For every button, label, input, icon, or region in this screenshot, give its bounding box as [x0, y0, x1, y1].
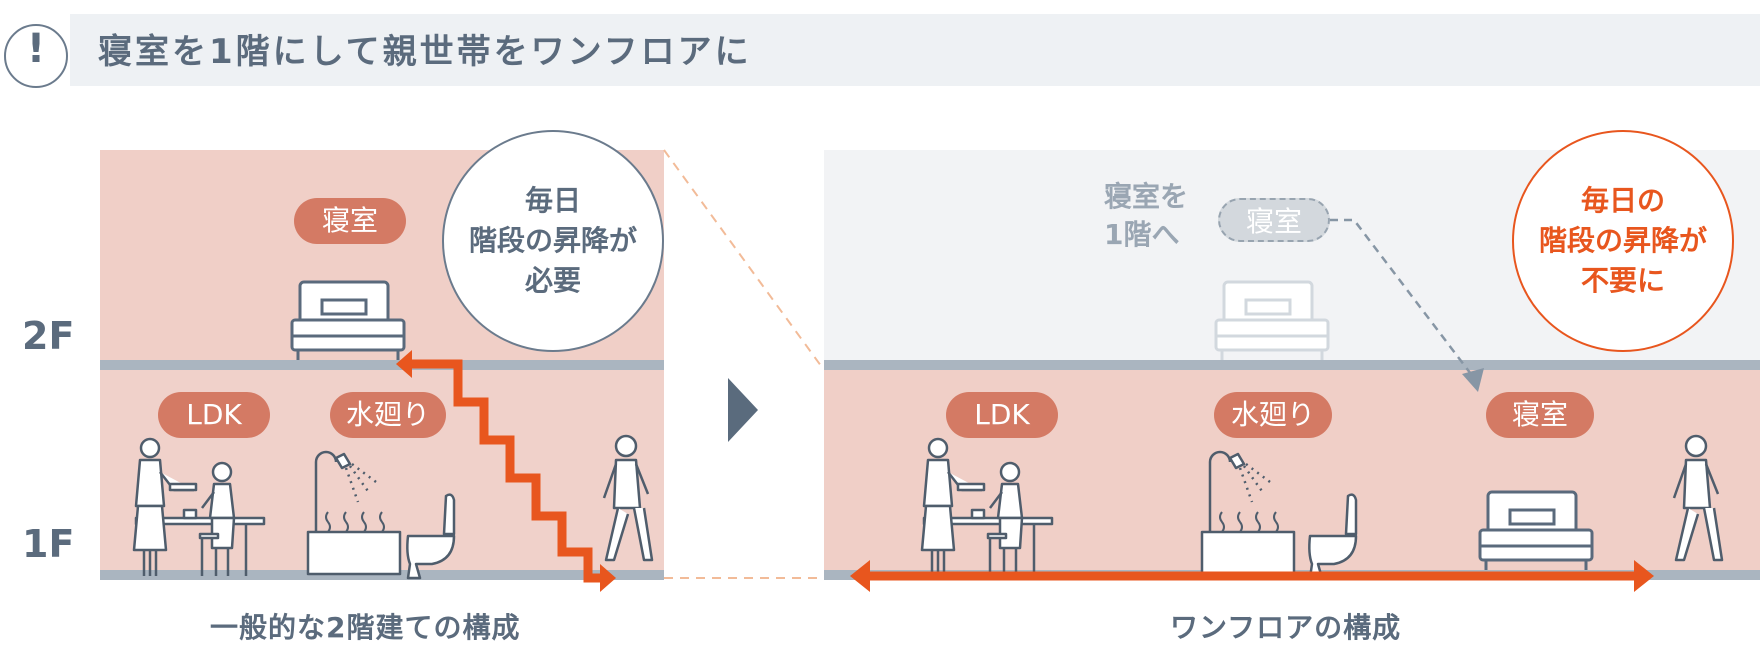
speech-bubble-not-required: 毎日の 階段の昇降が 不要に — [1512, 130, 1734, 352]
double-arrow-head-left — [850, 560, 870, 592]
room-label-water: 水廻り — [330, 392, 446, 438]
bed-icon — [290, 280, 406, 362]
bed-icon-right — [1478, 490, 1594, 572]
double-arrow-head-right — [1634, 560, 1654, 592]
room-label-bedroom-right: 寝室 — [1486, 392, 1594, 438]
room-label-bedroom-old: 寝室 — [1218, 198, 1330, 242]
bubble-line-1: 毎日 — [524, 184, 581, 217]
note-line-2: 1階へ — [1104, 218, 1180, 251]
staircase-arrow-icon — [406, 359, 606, 583]
bubble-line-3: 必要 — [524, 264, 581, 297]
room-label-ldk-right: LDK — [946, 392, 1058, 438]
floor-label-2f: 2F — [22, 314, 75, 358]
move-arrow-head — [1462, 368, 1484, 392]
caption-right: ワンフロアの構成 — [1170, 611, 1402, 644]
caption-left: 一般的な2階建ての構成 — [210, 611, 521, 644]
speech-bubble-required: 毎日 階段の昇降が 必要 — [442, 130, 664, 352]
left-floor-slab — [100, 360, 664, 370]
room-label-ldk: LDK — [158, 392, 270, 438]
staircase-arrow-head-bottom — [600, 564, 616, 592]
page-title: 寝室を1階にして親世帯をワンフロアに — [98, 32, 752, 72]
exclamation-mark: ! — [26, 26, 46, 72]
room-label-water-right: 水廻り — [1214, 392, 1332, 438]
note-line-1: 寝室を — [1104, 180, 1189, 213]
bed-ghost-icon — [1214, 280, 1330, 362]
play-arrow-icon — [728, 378, 758, 442]
right-floor-slab — [824, 360, 1760, 370]
staircase-arrow-head-top — [396, 350, 412, 378]
move-arrow-line — [1330, 218, 1475, 379]
bubble-right-line-2: 階段の昇降が — [1538, 224, 1707, 257]
room-label-bedroom: 寝室 — [294, 198, 406, 244]
zoom-line-top — [663, 149, 825, 371]
bubble-right-line-1: 毎日の — [1580, 184, 1665, 217]
title-bar — [70, 14, 1760, 86]
bubble-right-line-3: 不要に — [1580, 264, 1665, 297]
floor-label-1f: 1F — [22, 522, 75, 566]
exclamation-icon — [4, 24, 68, 88]
move-note: 寝室を 1階へ — [1104, 178, 1188, 254]
bubble-line-2: 階段の昇降が — [468, 224, 637, 257]
